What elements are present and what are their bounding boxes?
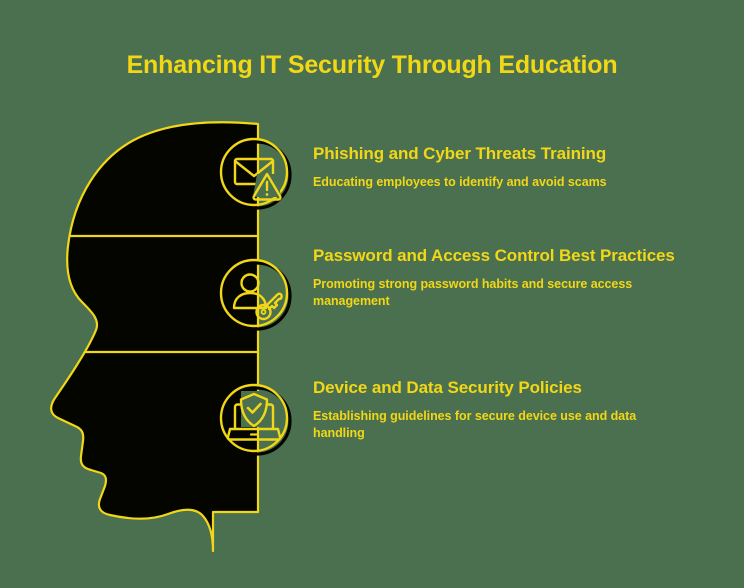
laptop-shield-check-icon — [219, 383, 292, 456]
badge-ring — [219, 258, 289, 328]
check-mark — [246, 402, 262, 414]
key-shaft — [262, 292, 283, 311]
block-description: Educating employees to identify and avoi… — [313, 175, 607, 189]
user-body — [232, 291, 268, 310]
block-heading: Phishing and Cyber Threats Training — [313, 144, 607, 163]
icon-badge-phishing — [217, 135, 293, 211]
envelope-warning-icon — [219, 137, 292, 210]
content-block-phishing: Phishing and Cyber Threats Training Educ… — [313, 143, 688, 191]
key-bow — [255, 303, 272, 321]
key-bow-hole — [260, 309, 267, 315]
icon-badge-password — [217, 256, 293, 332]
warning-triangle — [252, 172, 282, 201]
page-title: Enhancing IT Security Through Education — [126, 51, 618, 79]
warning-exclamation-dot — [265, 193, 269, 196]
badge-shadow-ring — [222, 261, 292, 331]
head-silhouette-outline — [50, 121, 260, 553]
laptop-base — [226, 427, 282, 441]
block-description: Establishing guidelines for secure devic… — [313, 409, 637, 440]
shield-mask — [241, 391, 267, 427]
badge-ring — [219, 383, 289, 453]
block-description: Promoting strong password habits and sec… — [313, 277, 633, 308]
badge-ring — [219, 137, 289, 207]
shield-outline — [239, 392, 269, 428]
envelope-flap — [234, 160, 274, 178]
user-key-icon — [219, 258, 292, 331]
user-head — [240, 273, 260, 293]
envelope-body — [233, 157, 275, 186]
badge-shadow-ring — [222, 386, 292, 456]
content-block-password: Password and Access Control Best Practic… — [313, 245, 688, 310]
block-heading: Password and Access Control Best Practic… — [313, 246, 675, 265]
block-heading: Device and Data Security Policies — [313, 378, 582, 397]
content-block-device: Device and Data Security Policies Establ… — [313, 377, 688, 442]
head-profile-illustration — [50, 121, 260, 553]
badge-shadow-ring — [222, 140, 292, 210]
icon-badge-device — [217, 381, 293, 457]
head-silhouette-fill — [51, 122, 259, 551]
